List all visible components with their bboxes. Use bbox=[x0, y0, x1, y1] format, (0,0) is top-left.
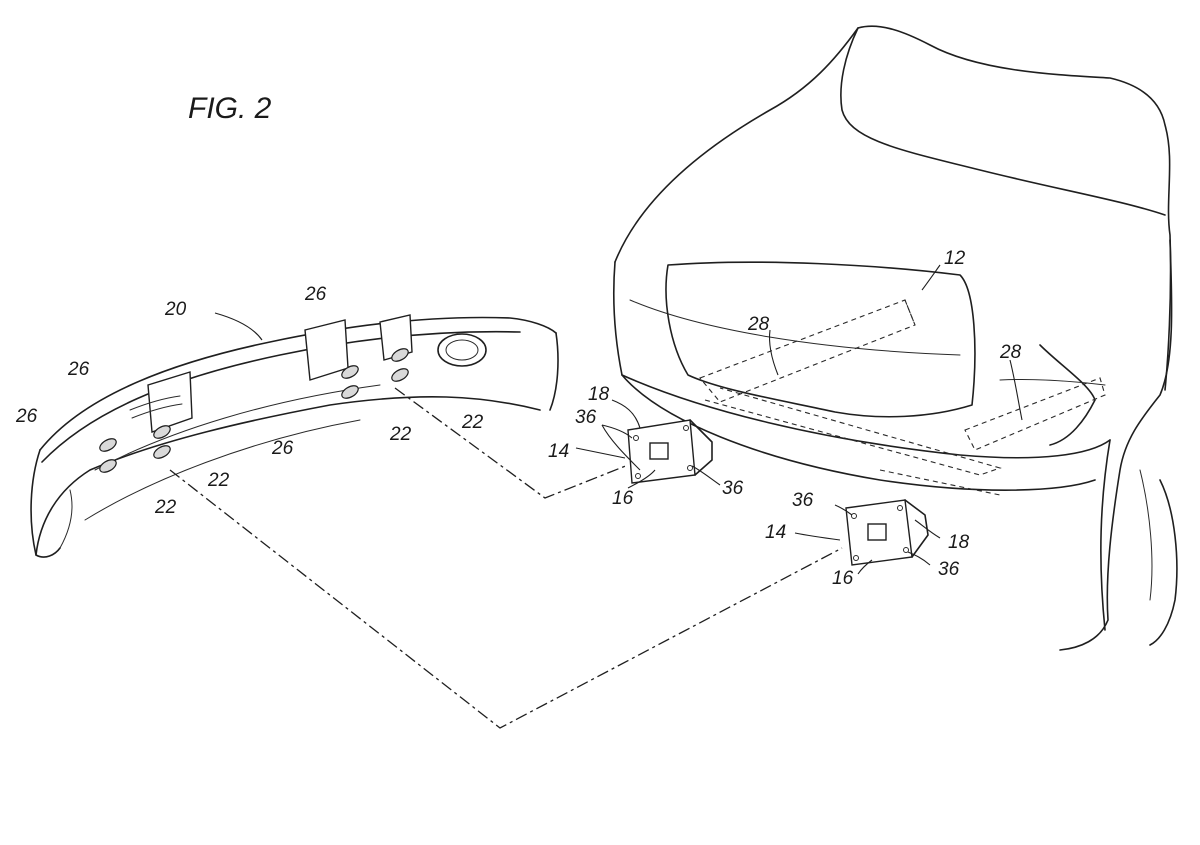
stud-5 bbox=[341, 365, 359, 379]
stud-7 bbox=[391, 348, 409, 362]
stud-2 bbox=[99, 459, 117, 473]
hitch-assembly-right bbox=[845, 499, 929, 566]
fog-lamp-opening bbox=[437, 333, 487, 367]
stud-1 bbox=[99, 438, 117, 452]
label-frame-rail-left: 28 bbox=[747, 314, 770, 335]
label-bracket-a: 26 bbox=[304, 284, 327, 305]
stud-4 bbox=[153, 445, 171, 459]
label-bracket-b: 26 bbox=[67, 359, 90, 380]
label-receiver-right: 18 bbox=[948, 532, 970, 553]
label-fastener-c: 22 bbox=[207, 470, 230, 491]
alignment-line-lower bbox=[169, 469, 843, 729]
label-hitch-right: 14 bbox=[765, 522, 786, 543]
label-hole-right-a: 36 bbox=[792, 490, 814, 511]
hitch-assembly-left bbox=[627, 419, 713, 484]
label-receiver-left: 18 bbox=[588, 384, 610, 405]
label-hole-left-b: 36 bbox=[722, 478, 744, 499]
label-plate-right: 16 bbox=[832, 568, 854, 589]
stud-8 bbox=[391, 368, 409, 382]
label-hitch-left: 14 bbox=[548, 441, 569, 462]
label-fastener-d: 22 bbox=[154, 497, 177, 518]
label-hole-left-a: 36 bbox=[575, 407, 597, 428]
stud-3 bbox=[153, 425, 171, 439]
stud-6 bbox=[341, 385, 359, 399]
label-bracket-c: 26 bbox=[15, 406, 38, 427]
label-vehicle: 12 bbox=[944, 248, 966, 269]
receiver-opening-left bbox=[649, 442, 669, 460]
label-plate-left: 16 bbox=[612, 488, 634, 509]
label-fastener-a: 22 bbox=[461, 412, 484, 433]
bumper-assembly bbox=[30, 314, 559, 558]
label-fastener-b: 22 bbox=[389, 424, 412, 445]
figure-title: FIG. 2 bbox=[188, 92, 272, 125]
label-bracket-d: 26 bbox=[271, 438, 294, 459]
leader-lines bbox=[214, 264, 1023, 575]
mount-plate-right bbox=[304, 319, 349, 381]
vehicle-front-end bbox=[613, 25, 1178, 651]
mount-plate-left bbox=[147, 371, 193, 433]
receiver-opening-right bbox=[867, 523, 887, 541]
alignment-line-upper bbox=[394, 387, 629, 499]
label-frame-rail-right: 28 bbox=[999, 342, 1022, 363]
label-hole-right-b: 36 bbox=[938, 559, 960, 580]
label-bumper: 20 bbox=[164, 299, 187, 320]
